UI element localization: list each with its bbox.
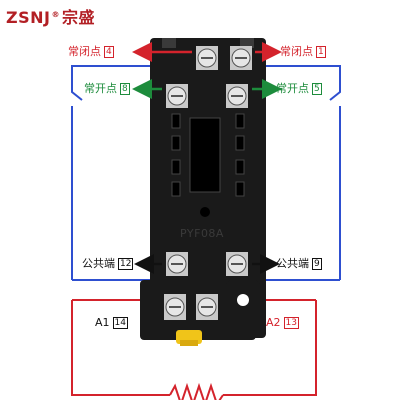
screw-terminals xyxy=(164,46,252,320)
terminal-screw-14 xyxy=(164,294,186,320)
terminal-arrows xyxy=(132,42,282,274)
terminal-screw-8 xyxy=(166,84,188,108)
terminal-screw-4 xyxy=(196,46,218,70)
terminal-screw-9 xyxy=(226,252,248,276)
terminal-screw-12 xyxy=(166,252,188,276)
terminal-screw-5 xyxy=(226,84,248,108)
brand-chinese-name: 宗盛 xyxy=(61,8,95,27)
model-number: PYF08A xyxy=(180,227,224,240)
terminal-screw-1 xyxy=(230,46,252,70)
brand-logo: ZSNJ®宗盛 xyxy=(6,4,95,28)
registered-mark: ® xyxy=(51,9,60,19)
terminal-screw-13 xyxy=(196,294,218,320)
brand-name: ZSNJ xyxy=(6,8,51,27)
